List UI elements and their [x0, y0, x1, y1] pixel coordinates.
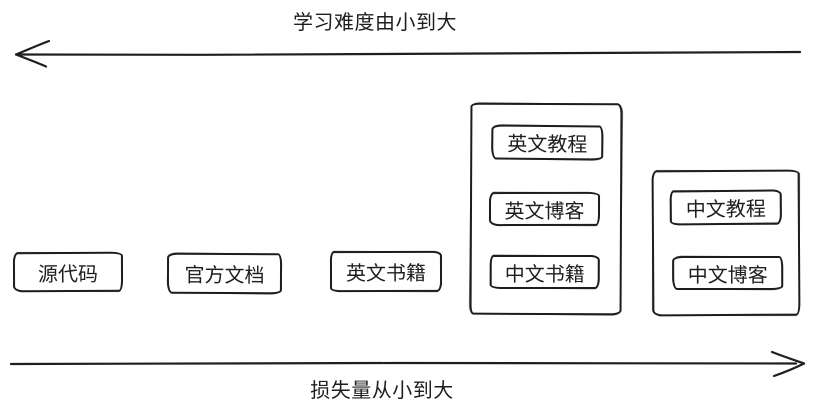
node-label: 源代码 [37, 263, 99, 286]
node-chinese-tutorials: 中文教程 [669, 189, 782, 226]
node-label: 官方文档 [184, 264, 265, 288]
node-label: 英文书籍 [345, 262, 427, 286]
node-english-books: 英文书籍 [329, 250, 443, 293]
node-english-blogs: 英文博客 [488, 191, 601, 227]
node-source-code: 源代码 [12, 251, 124, 293]
resource-group-2: 中文教程 中文博客 [651, 169, 801, 317]
node-label: 英文教程 [507, 133, 588, 157]
node-chinese-books: 中文书籍 [489, 254, 600, 290]
node-official-docs: 官方文档 [166, 252, 283, 295]
bottom-axis-label: 损失量从小到大 [310, 380, 454, 402]
node-label: 中文博客 [687, 264, 768, 287]
node-label: 英文博客 [504, 200, 585, 223]
node-label: 中文教程 [685, 198, 766, 222]
node-english-tutorials: 英文教程 [491, 124, 604, 161]
top-axis-label: 学习难度由小到大 [293, 12, 457, 34]
node-chinese-blogs: 中文博客 [672, 255, 784, 291]
left-arrow [14, 39, 802, 68]
right-arrow [9, 350, 806, 378]
resource-group-1: 英文教程 英文博客 中文书籍 [469, 102, 623, 316]
node-label: 中文书籍 [504, 263, 585, 286]
